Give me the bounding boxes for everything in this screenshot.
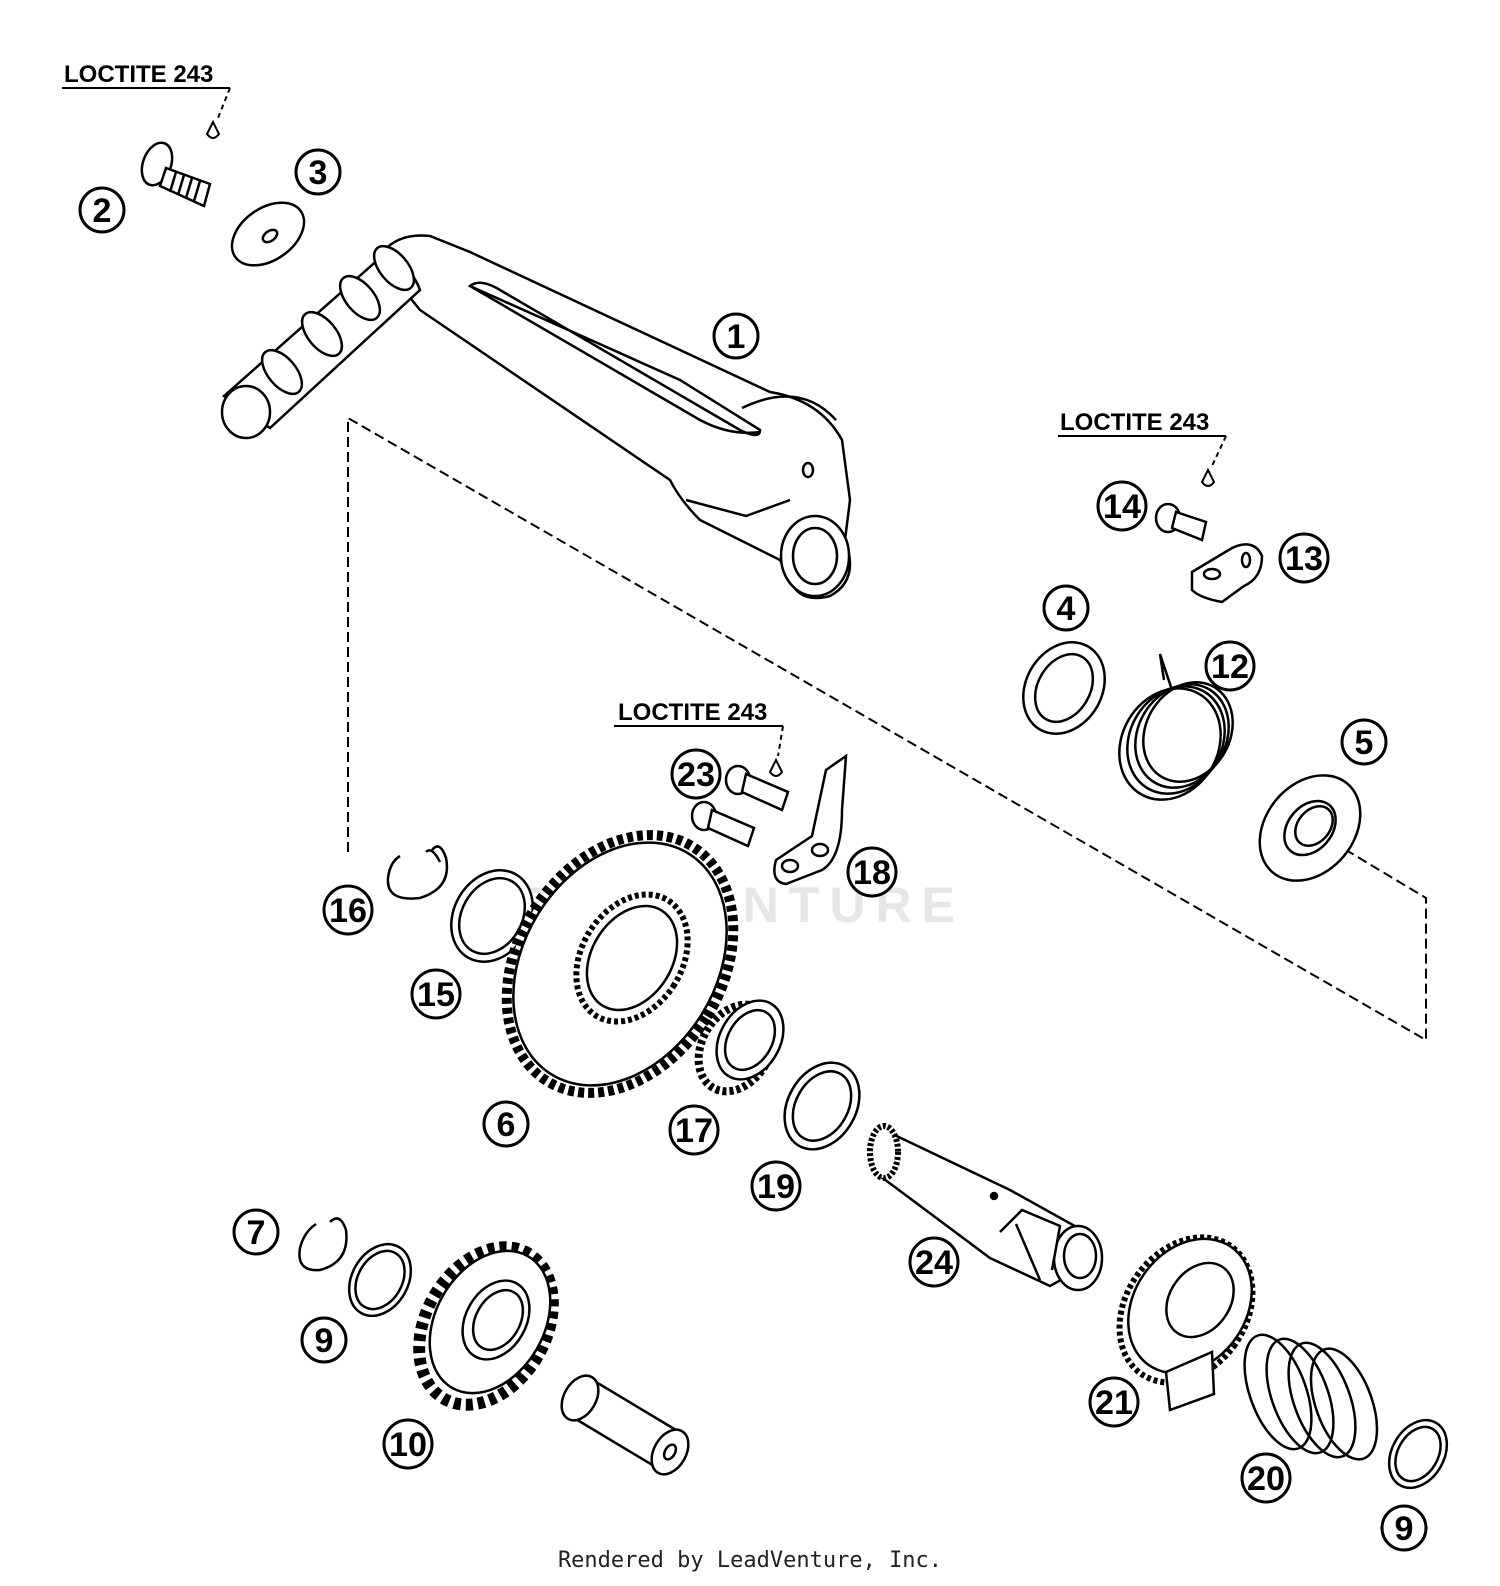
svg-text:6: 6 [497, 1106, 516, 1144]
assembly-dashed-line [347, 416, 1427, 1042]
svg-text:7: 7 [247, 1214, 266, 1252]
svg-text:23: 23 [677, 756, 715, 794]
svg-text:5: 5 [1355, 724, 1374, 762]
callout-4: 4 [1042, 584, 1090, 632]
callout-6: 6 [482, 1100, 530, 1148]
callout-17: 17 [668, 1104, 720, 1156]
svg-text:18: 18 [853, 854, 891, 892]
callout-21: 21 [1088, 1376, 1140, 1428]
callout-24: 24 [908, 1236, 960, 1288]
svg-text:13: 13 [1285, 540, 1323, 578]
part-14-screw [1154, 502, 1208, 542]
part-5-washer [1258, 774, 1362, 882]
part-12-spring [1118, 653, 1234, 801]
svg-text:10: 10 [389, 1426, 427, 1464]
part-4-washer [1022, 641, 1106, 735]
part-bushing [560, 1374, 690, 1476]
callout-1: 1 [712, 312, 760, 360]
svg-text:21: 21 [1095, 1384, 1133, 1422]
svg-text:20: 20 [1247, 1460, 1285, 1498]
svg-text:LOCTITE 243: LOCTITE 243 [64, 61, 213, 88]
svg-text:9: 9 [315, 1322, 334, 1360]
svg-text:12: 12 [1211, 648, 1249, 686]
callout-9-left: 9 [300, 1316, 348, 1364]
svg-text:17: 17 [675, 1112, 713, 1150]
svg-text:16: 16 [329, 892, 367, 930]
loctite-note-right: LOCTITE 243 [1058, 409, 1227, 487]
svg-text:LOCTITE 243: LOCTITE 243 [618, 699, 767, 726]
part-13-bracket [1190, 543, 1264, 604]
part-24-kickstart-shaft [867, 1123, 1104, 1292]
loctite-note-top-left: LOCTITE 243 [62, 61, 231, 139]
svg-text:19: 19 [757, 1168, 795, 1206]
svg-text:4: 4 [1057, 590, 1076, 628]
callout-23: 23 [670, 748, 722, 800]
footer-credit: Rendered by LeadVenture, Inc. [557, 1548, 943, 1573]
callout-12: 12 [1204, 640, 1256, 692]
callout-10: 10 [382, 1418, 434, 1470]
svg-text:9: 9 [1395, 1510, 1414, 1548]
svg-text:15: 15 [417, 976, 455, 1014]
part-7-circlip [298, 1217, 348, 1272]
part-2-countersunk-screw [140, 141, 212, 208]
svg-text:LOCTITE 243: LOCTITE 243 [1060, 409, 1209, 436]
part-20-spring [1243, 1333, 1379, 1461]
svg-text:24: 24 [915, 1244, 953, 1282]
callout-15: 15 [410, 968, 462, 1020]
callout-9-right: 9 [1380, 1504, 1428, 1552]
part-21-ratchet [1116, 1234, 1256, 1412]
part-1-kickstart-lever [220, 234, 852, 600]
callout-3: 3 [294, 148, 342, 196]
part-6-kickstart-gear [501, 830, 739, 1098]
part-9-washer-left [347, 1242, 413, 1318]
part-9-washer-right [1387, 1418, 1449, 1490]
callout-2: 2 [78, 186, 126, 234]
callout-19: 19 [750, 1160, 802, 1212]
part-23-screws [690, 764, 790, 848]
part-3-washer [230, 201, 306, 267]
callout-14: 14 [1096, 480, 1148, 532]
part-19-washer [783, 1061, 861, 1151]
callout-20: 20 [1240, 1452, 1292, 1504]
part-10-idler-gear [413, 1241, 559, 1411]
svg-text:14: 14 [1103, 488, 1141, 526]
svg-text:2: 2 [93, 192, 112, 230]
callout-13: 13 [1278, 532, 1330, 584]
part-18-catch-plate [773, 753, 848, 886]
svg-text:3: 3 [309, 154, 328, 192]
callout-7: 7 [232, 1208, 280, 1256]
callout-18: 18 [846, 846, 898, 898]
callout-16: 16 [322, 884, 374, 936]
part-17-needle-bearing [694, 999, 785, 1096]
loctite-note-center: LOCTITE 243 [614, 699, 784, 777]
callout-5: 5 [1340, 718, 1388, 766]
svg-text:1: 1 [727, 318, 746, 356]
part-16-circlip [386, 845, 449, 900]
